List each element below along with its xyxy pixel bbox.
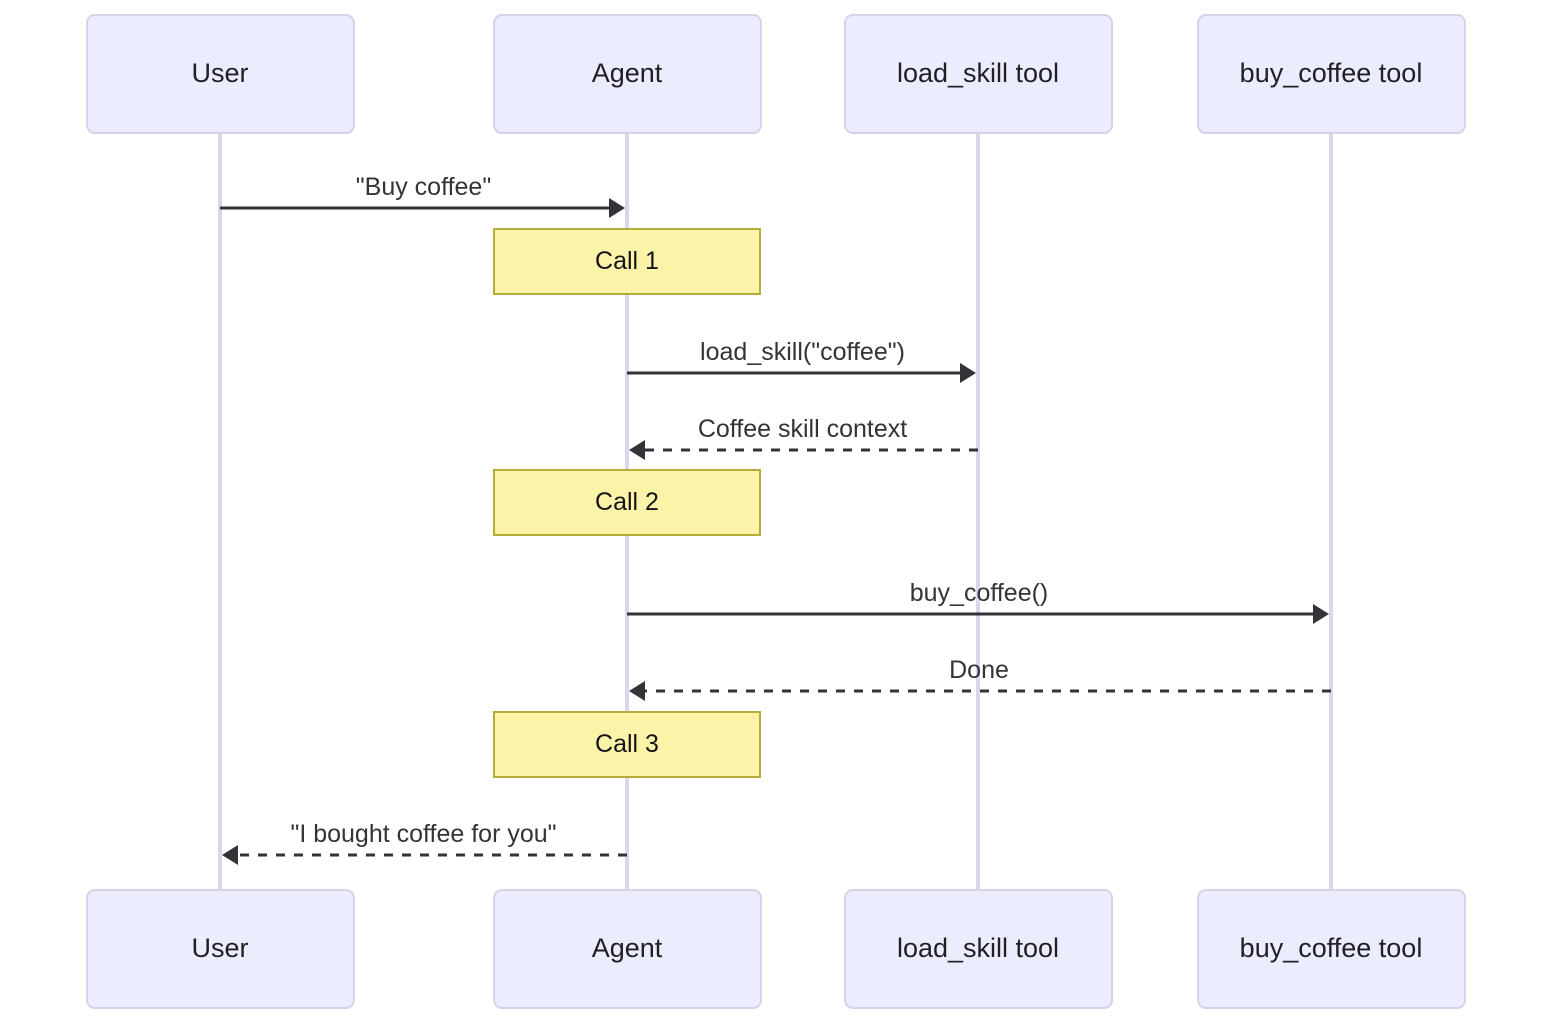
note-label-n3: Call 3 <box>595 730 659 758</box>
participant-label-agent: Agent <box>592 933 663 963</box>
note-box-n1 <box>493 228 761 295</box>
participant-label-buy_coffee: buy_coffee tool <box>1240 58 1423 88</box>
message-arrowhead-m3 <box>629 440 645 460</box>
participant-box-user <box>86 889 355 1009</box>
message-label-m3: Coffee skill context <box>698 415 907 443</box>
message-label-m4: buy_coffee() <box>910 579 1049 607</box>
message-m4: buy_coffee() <box>627 579 1329 624</box>
participant-label-load_skill: load_skill tool <box>897 933 1059 963</box>
participant-load_skill-top[interactable]: load_skill tool <box>844 14 1113 134</box>
participant-box-buy_coffee <box>1197 14 1466 134</box>
participant-box-load_skill <box>844 14 1113 134</box>
message-label-m1: "Buy coffee" <box>356 173 491 201</box>
lifelines-layer <box>218 133 1333 890</box>
participant-buy_coffee-bottom[interactable]: buy_coffee tool <box>1197 889 1466 1009</box>
messages-layer: "Buy coffee" load_skill("coffee") Coffee s… <box>220 173 1331 865</box>
message-arrowhead-m1 <box>609 198 625 218</box>
message-m1: "Buy coffee" <box>220 173 625 218</box>
participant-agent-bottom[interactable]: Agent <box>493 889 762 1009</box>
participant-label-load_skill: load_skill tool <box>897 58 1059 88</box>
participant-box-agent <box>493 14 762 134</box>
message-arrowhead-m6 <box>222 845 238 865</box>
participant-user-bottom[interactable]: User <box>86 889 355 1009</box>
participant-box-buy_coffee <box>1197 889 1466 1009</box>
note-n3[interactable]: Call 3 <box>493 711 761 778</box>
note-label-n1: Call 1 <box>595 247 659 275</box>
participant-agent-top[interactable]: Agent <box>493 14 762 134</box>
note-box-n2 <box>493 469 761 536</box>
note-n1[interactable]: Call 1 <box>493 228 761 295</box>
message-label-m6: "I bought coffee for you" <box>290 820 556 848</box>
participant-box-agent <box>493 889 762 1009</box>
message-m6: "I bought coffee for you" <box>222 820 627 865</box>
participant-label-user: User <box>191 933 248 963</box>
participant-user-top[interactable]: User <box>86 14 355 134</box>
note-n2[interactable]: Call 2 <box>493 469 761 536</box>
participant-label-user: User <box>191 58 248 88</box>
notes-layer: Call 1 Call 2 Call 3 <box>493 228 761 778</box>
message-m5: Done <box>629 656 1331 701</box>
message-m2: load_skill("coffee") <box>627 338 976 383</box>
participants-bottom-layer: User Agent load_skill tool buy_coffee tool <box>86 889 1466 1009</box>
participants-top-layer: User Agent load_skill tool buy_coffee tool <box>86 14 1466 134</box>
participant-label-agent: Agent <box>592 58 663 88</box>
note-label-n2: Call 2 <box>595 488 659 516</box>
participant-load_skill-bottom[interactable]: load_skill tool <box>844 889 1113 1009</box>
message-label-m5: Done <box>949 656 1009 684</box>
participant-buy_coffee-top[interactable]: buy_coffee tool <box>1197 14 1466 134</box>
participant-label-buy_coffee: buy_coffee tool <box>1240 933 1423 963</box>
message-arrowhead-m4 <box>1313 604 1329 624</box>
message-m3: Coffee skill context <box>629 415 978 460</box>
participant-box-load_skill <box>844 889 1113 1009</box>
message-arrowhead-m5 <box>629 681 645 701</box>
note-box-n3 <box>493 711 761 778</box>
message-label-m2: load_skill("coffee") <box>700 338 905 366</box>
participant-box-user <box>86 14 355 134</box>
message-arrowhead-m2 <box>960 363 976 383</box>
